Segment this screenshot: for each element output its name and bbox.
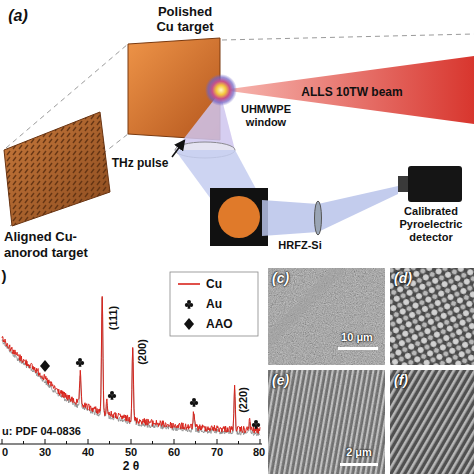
sem-panel: (c) 10 μm <box>268 268 385 365</box>
au-marker <box>108 391 116 400</box>
sem-images <box>268 268 474 474</box>
sem-ridge <box>268 268 348 350</box>
nanorod-plate <box>4 112 110 226</box>
node-label: (d) <box>394 270 412 287</box>
node-heading: Calibrated Pyroelectric detector <box>394 205 468 245</box>
illustration-part <box>2 439 3 444</box>
sem-panel: (f) <box>390 370 474 474</box>
node-label: (c) <box>272 270 289 287</box>
node-heading: Polished Cu target <box>152 4 218 35</box>
nanorod-array <box>4 112 110 226</box>
sem-texture <box>390 370 474 474</box>
sem-panel: (d) <box>390 268 474 365</box>
node-label: (f) <box>394 372 408 389</box>
nanorod-target: Aligned Cu- anorod target <box>4 112 110 226</box>
peak-label: (111) <box>107 306 120 330</box>
illustration-part <box>131 439 132 444</box>
thz-beam <box>262 186 398 236</box>
illustration-part <box>217 439 218 444</box>
illustration-part <box>260 439 261 444</box>
pointer-arrow <box>172 141 184 157</box>
xrd-trace <box>2 296 260 433</box>
node-label: (e) <box>272 372 289 389</box>
zoom-line <box>222 34 474 40</box>
beam-label: ALLS 10TW beam <box>301 85 402 99</box>
illustration-part <box>45 439 46 444</box>
xrd-chart <box>0 272 262 444</box>
sem-image <box>390 370 474 474</box>
panel-letter: ) <box>2 267 7 285</box>
illustration-part <box>195 441 196 444</box>
legend-entry: AAO <box>206 317 233 331</box>
legend-entry: Cu <box>206 277 222 291</box>
tick-label: 40 <box>82 446 94 459</box>
illustration-part <box>88 439 89 444</box>
legend-line-sample <box>178 283 200 285</box>
panel-letter: (a) <box>8 6 28 25</box>
scale-bar <box>340 463 378 466</box>
component-label: HRFZ-Si <box>278 239 321 252</box>
target-plate: Polished Cu target <box>128 38 220 140</box>
detector-box: Calibrated Pyroelectric detector <box>398 166 462 202</box>
silicon-lens <box>315 201 322 235</box>
illustration-part <box>174 439 175 444</box>
component-label: UHMWPE window <box>237 103 295 129</box>
plasma-glow <box>205 74 237 106</box>
legend-entry: Au <box>206 297 222 311</box>
au-marker <box>185 300 193 309</box>
tick-label: 80 <box>253 446 265 459</box>
tick-label: 50 <box>125 446 137 459</box>
sem-image <box>268 370 385 474</box>
detector-body <box>408 166 462 202</box>
legend-text: AAO <box>206 317 233 331</box>
tick-label: 0 <box>2 446 8 459</box>
node-label: 10 μm <box>341 331 373 344</box>
illustration-part <box>109 441 110 444</box>
sem-image <box>268 268 385 365</box>
au-marker <box>76 358 84 367</box>
scale-bar <box>338 347 378 350</box>
au-marker <box>252 420 260 429</box>
axis-title: 2 θ <box>123 459 140 473</box>
illustration-part <box>66 441 67 444</box>
aao-marker <box>184 318 194 330</box>
tick-label: 30 <box>39 446 51 459</box>
legend-text: Cu <box>206 277 222 291</box>
tick-label: 60 <box>168 446 180 459</box>
sem-panel: (e) 2 μm <box>268 370 385 474</box>
sem-texture <box>268 370 385 474</box>
peak-label: (200) <box>136 339 149 365</box>
node-heading: Aligned Cu- anorod target <box>4 229 116 260</box>
mirror-surface <box>218 196 260 238</box>
parabolic-mirror <box>210 188 268 246</box>
sem-texture <box>268 268 385 365</box>
illustration-part <box>238 441 239 444</box>
pulse-label: THz pulse <box>112 156 169 170</box>
sem-texture <box>390 268 474 365</box>
au-marker <box>190 398 198 407</box>
illustration-part <box>152 441 153 444</box>
axis-ticks <box>2 439 260 444</box>
tick-label: 70 <box>211 446 223 459</box>
node-label: 2 μm <box>346 446 372 459</box>
sem-image <box>390 268 474 365</box>
sem-texture <box>268 370 385 474</box>
peak-label: (220) <box>237 387 250 413</box>
legend-box <box>170 272 258 336</box>
aao-marker <box>40 360 50 372</box>
illustration-part <box>23 441 24 444</box>
reference-note: u: PDF 04-0836 <box>2 425 81 438</box>
legend-text: Au <box>206 297 222 311</box>
